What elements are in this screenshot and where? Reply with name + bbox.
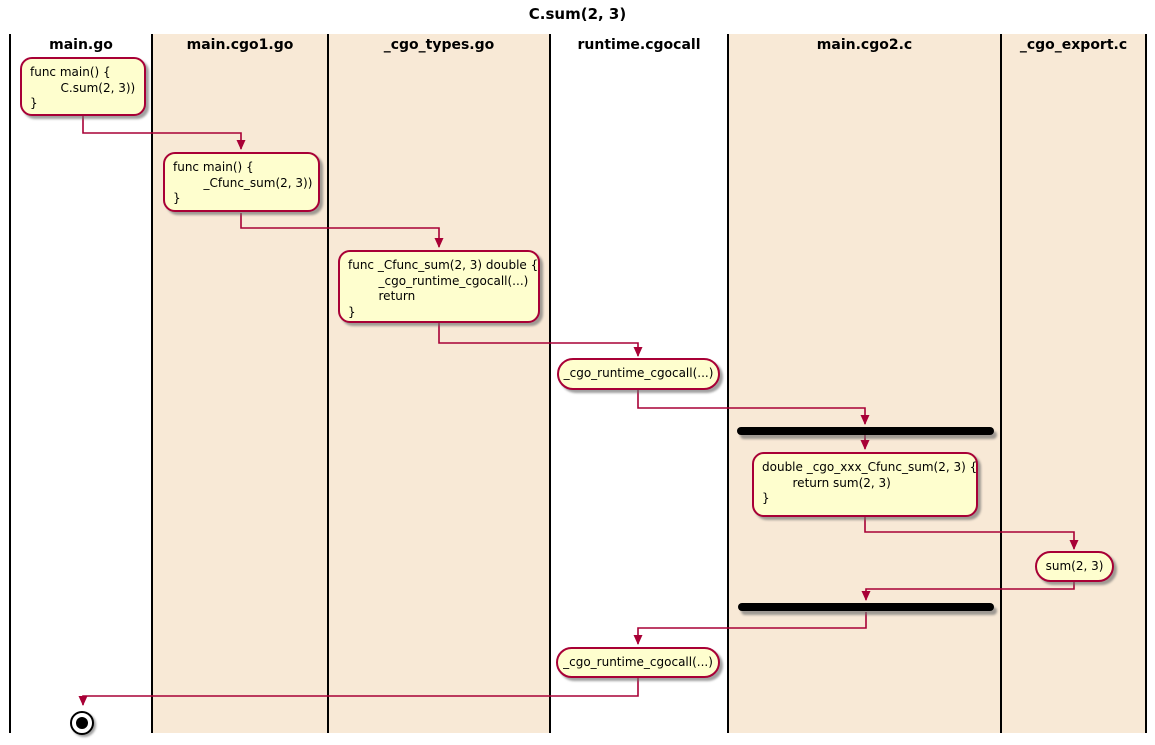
activity-runtime-cgocall-return: _cgo_runtime_cgocall(...)	[556, 647, 720, 678]
final-node	[70, 711, 94, 735]
swimlane-divider	[549, 34, 551, 733]
activity-sum-call: sum(2, 3)	[1035, 551, 1114, 582]
swimlane-label-main-cgo2-c: main.cgo2.c	[816, 37, 913, 53]
swimlane-divider	[151, 34, 153, 733]
swimlane-divider	[727, 34, 729, 733]
swimlane-label-main-go: main.go	[49, 37, 113, 53]
swimlane-main-cgo2-c: main.cgo2.c	[728, 34, 1001, 733]
final-node-dot	[76, 717, 88, 729]
activity-runtime-cgocall-call: _cgo_runtime_cgocall(...)	[557, 358, 720, 390]
sync-bar-enter-c	[737, 427, 994, 435]
swimlane-divider	[327, 34, 329, 733]
activity-main-cgo2-c: double _cgo_xxx_Cfunc_sum(2, 3) { return…	[752, 452, 978, 517]
swimlane-label-cgo-types-go: _cgo_types.go	[383, 37, 495, 53]
swimlane-main-cgo1-go: main.cgo1.go	[152, 34, 328, 733]
swimlane-label-main-cgo1-go: main.cgo1.go	[186, 37, 294, 53]
swimlane-label-runtime-cgocall: runtime.cgocall	[577, 37, 701, 53]
swimlane-cgo-export-c: _cgo_export.c	[1001, 34, 1146, 733]
swimlane-divider	[1000, 34, 1002, 733]
activity-main-cgo1-go: func main() { _Cfunc_sum(2, 3)) }	[163, 152, 320, 212]
swimlane-divider	[9, 34, 11, 733]
swimlane-main-go: main.go	[10, 34, 152, 733]
swimlane-cgo-types-go: _cgo_types.go	[328, 34, 550, 733]
activity-cgo-types-go: func _Cfunc_sum(2, 3) double { _cgo_runt…	[338, 250, 540, 323]
swimlane-label-cgo-export-c: _cgo_export.c	[1019, 37, 1128, 53]
diagram-title: C.sum(2, 3)	[528, 5, 627, 23]
activity-main-go: func main() { C.sum(2, 3)) }	[20, 57, 146, 116]
sync-bar-exit-c	[738, 603, 994, 611]
swimlane-divider	[1145, 34, 1147, 733]
